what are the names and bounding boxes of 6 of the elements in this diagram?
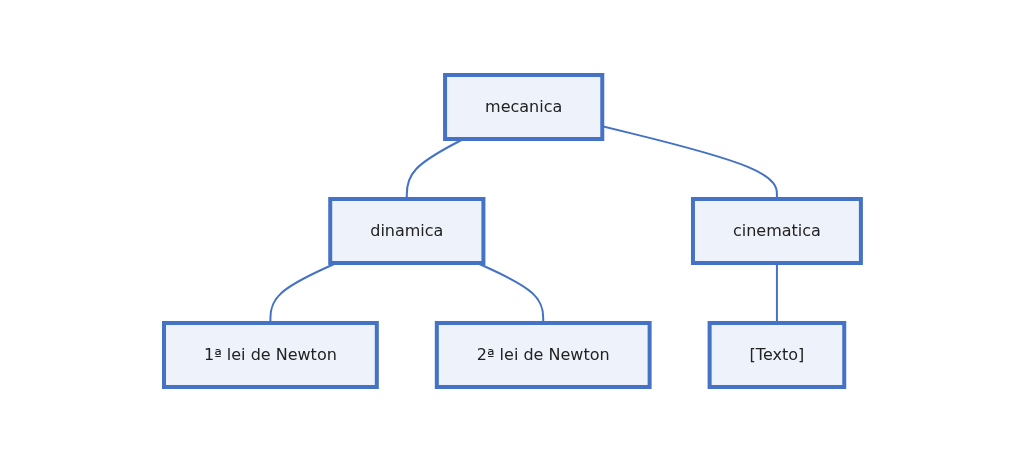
node-box: 2ª lei de Newton: [434, 321, 652, 389]
node-box: [Texto]: [707, 321, 847, 389]
node-box: mecanica: [443, 73, 605, 141]
node-box: 1ª lei de Newton: [162, 321, 379, 389]
node-box: cinematica: [691, 197, 863, 265]
node-box: dinamica: [328, 197, 486, 265]
